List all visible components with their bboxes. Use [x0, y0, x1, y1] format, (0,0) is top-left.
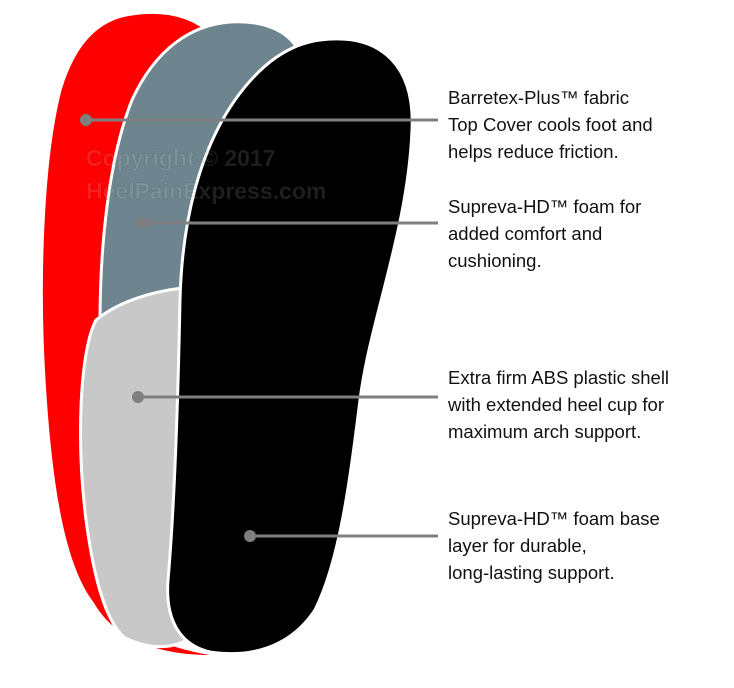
watermark-line-1: Copyright © 2017	[86, 145, 276, 171]
callout-text-line: Top Cover cools foot and	[448, 114, 653, 135]
callout-text-line: Extra firm ABS plastic shell	[448, 367, 670, 388]
callout-text-line: with extended heel cup for	[448, 394, 664, 415]
base-foam-layer	[166, 37, 414, 656]
callout-text-line: maximum arch support.	[448, 421, 642, 442]
callout-text-line: Supreva-HD™ foam base	[448, 508, 660, 529]
callout-dot-base-foam	[244, 530, 256, 542]
callout-dot-abs-shell	[132, 391, 144, 403]
callout-text-base-foam: Supreva-HD™ foam base layer for durable,…	[448, 505, 728, 586]
callout-text-line: Barretex-Plus™ fabric	[448, 87, 629, 108]
watermark-line-2: HeelPainExpress.com	[86, 178, 326, 204]
callout-text-top-cover: Barretex-Plus™ fabric Top Cover cools fo…	[448, 84, 728, 165]
callout-text-line: Supreva-HD™ foam for	[448, 196, 642, 217]
callout-dot-comfort-foam	[136, 217, 148, 229]
callout-text-abs-shell: Extra firm ABS plastic shell with extend…	[448, 364, 728, 445]
callout-text-line: helps reduce friction.	[448, 141, 619, 162]
callout-text-line: long-lasting support.	[448, 562, 615, 583]
callout-dot-top-cover	[80, 114, 92, 126]
callout-leaders	[80, 114, 438, 542]
callout-text-line: cushioning.	[448, 250, 542, 271]
callout-text-line: layer for durable,	[448, 535, 587, 556]
callout-text-comfort-foam: Supreva-HD™ foam for added comfort and c…	[448, 193, 728, 274]
callout-text-line: added comfort and	[448, 223, 603, 244]
